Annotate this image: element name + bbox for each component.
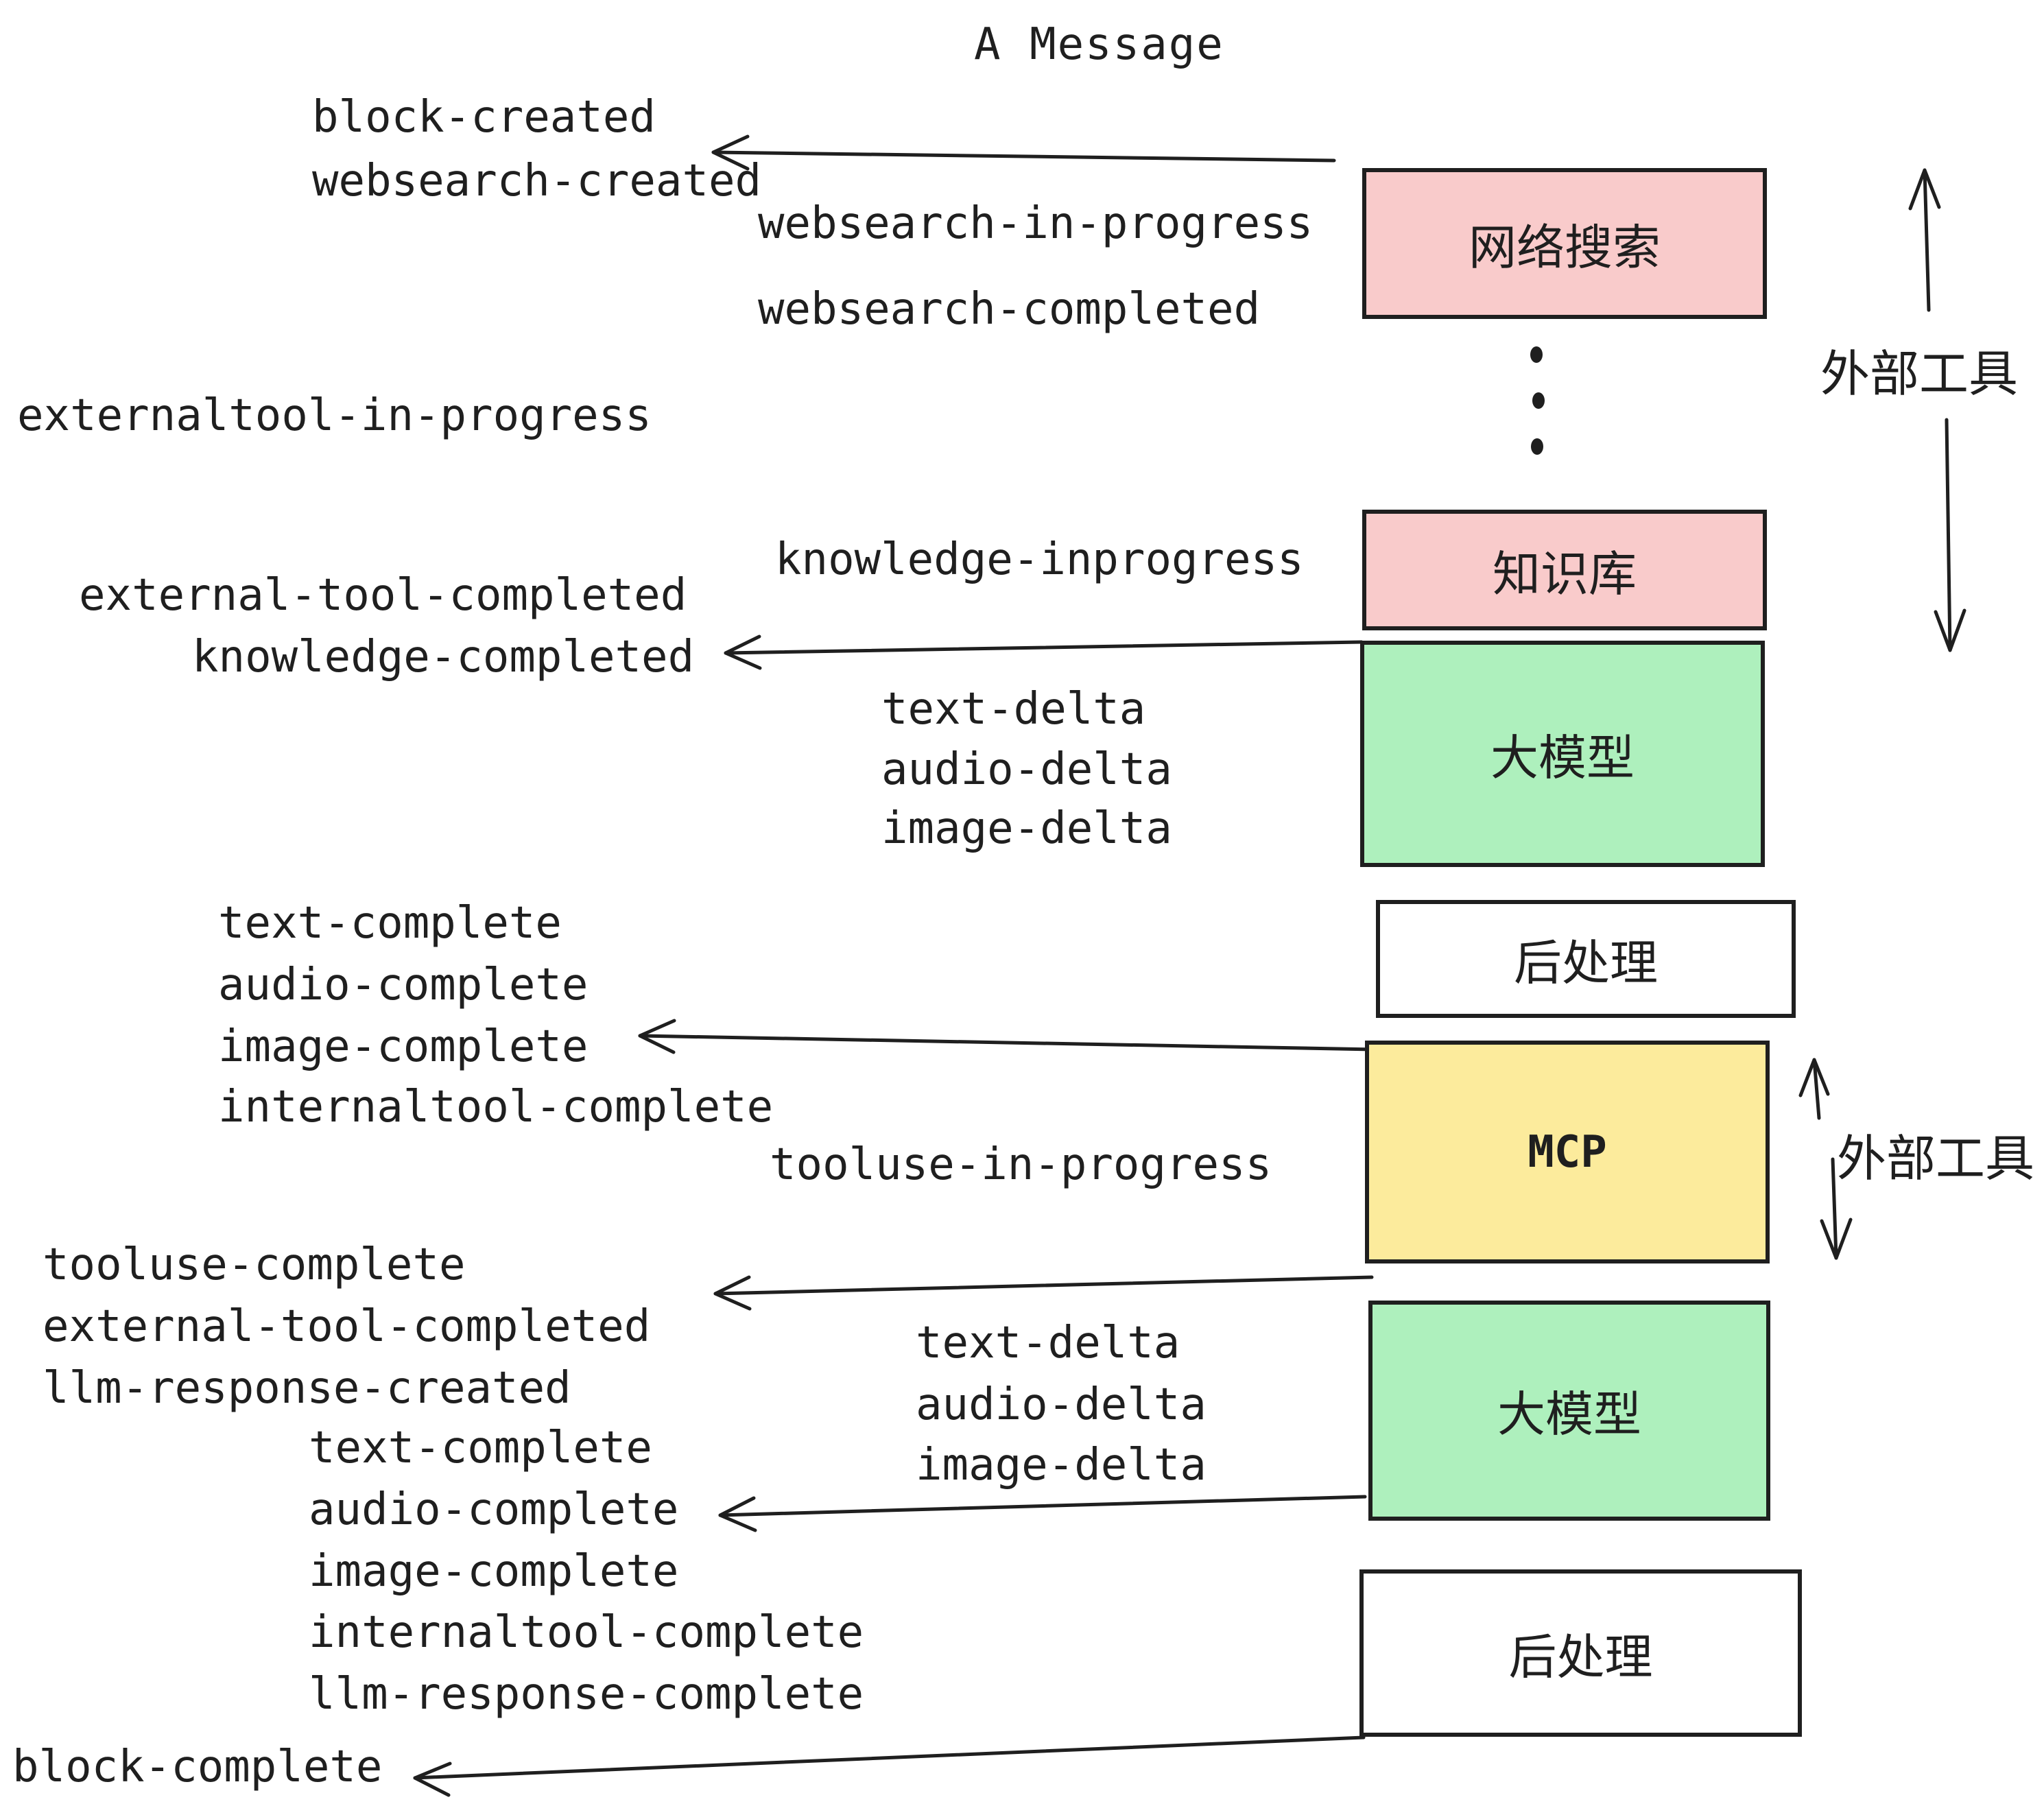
event-text-delta-2: text-delta: [916, 1318, 1180, 1368]
box-knowledge-base: 知识库: [1362, 510, 1767, 630]
event-websearch-in-progress: websearch-in-progress: [758, 198, 1314, 249]
box-post-process-2-label: 后处理: [1508, 1628, 1653, 1685]
event-text-complete-2: text-complete: [309, 1423, 652, 1473]
event-block-complete: block-complete: [12, 1742, 383, 1792]
box-llm-1: 大模型: [1360, 641, 1765, 867]
event-knowledge-inprogress: knowledge-inprogress: [775, 534, 1304, 585]
box-mcp: MCP: [1365, 1041, 1770, 1263]
arrow-mcp-to-tooluse-complete: [713, 1275, 1374, 1311]
event-external-tool-completed-2: external-tool-completed: [43, 1301, 651, 1352]
event-image-delta: image-delta: [881, 803, 1172, 854]
event-internaltool-complete: internaltool-complete: [218, 1082, 774, 1132]
arrow-websearch-to-block-created: [711, 134, 1336, 171]
event-audio-delta: audio-delta: [881, 744, 1172, 795]
event-text-complete: text-complete: [218, 898, 562, 949]
box-web-search: 网络搜索: [1362, 168, 1767, 319]
box-post-process-2: 后处理: [1359, 1569, 1802, 1737]
event-internaltool-complete-2: internaltool-complete: [309, 1607, 864, 1658]
box-llm-2-label: 大模型: [1497, 1386, 1641, 1443]
box-llm-1-label: 大模型: [1490, 729, 1635, 786]
diagram-title: A Message: [974, 19, 1224, 70]
event-knowledge-completed: knowledge-completed: [192, 632, 695, 683]
event-external-tool-completed: external-tool-completed: [79, 570, 687, 621]
event-audio-delta-2: audio-delta: [916, 1379, 1207, 1430]
event-tooluse-complete: tooluse-complete: [43, 1239, 466, 1290]
event-text-delta: text-delta: [881, 684, 1146, 735]
box-web-search-label: 网络搜索: [1469, 219, 1661, 276]
arrow-postprocess2-to-block-complete: [413, 1735, 1366, 1797]
arrow-postprocess-to-image-complete: [638, 1019, 1376, 1054]
box-knowledge-base-label: 知识库: [1493, 545, 1637, 602]
event-websearch-created: websearch-created: [312, 156, 762, 206]
event-block-created: block-created: [312, 92, 656, 143]
external-tools-double-arrow-1: [1908, 168, 1966, 652]
event-image-complete: image-complete: [218, 1021, 589, 1072]
event-audio-complete-2: audio-complete: [309, 1484, 679, 1535]
arrow-knowledge-to-knowledge-completed: [724, 634, 1364, 670]
event-audio-complete: audio-complete: [218, 960, 589, 1010]
box-post-process-1: 后处理: [1376, 900, 1796, 1018]
event-externaltool-in-progress: externaltool-in-progress: [17, 390, 652, 441]
box-post-process-1-label: 后处理: [1514, 934, 1658, 991]
arrow-llm2-to-audio-complete: [718, 1495, 1367, 1532]
external-tools-annotation-1: 外部工具: [1820, 345, 2019, 403]
event-llm-response-created: llm-response-created: [43, 1363, 571, 1414]
event-image-delta-2: image-delta: [916, 1440, 1207, 1491]
external-tools-annotation-2: 外部工具: [1837, 1130, 2035, 1187]
box-llm-2: 大模型: [1368, 1301, 1770, 1521]
event-tooluse-in-progress: tooluse-in-progress: [770, 1139, 1272, 1190]
vertical-ellipsis-dots: [1530, 346, 1545, 455]
box-mcp-label: MCP: [1528, 1126, 1607, 1178]
event-websearch-completed: websearch-completed: [758, 284, 1261, 335]
event-llm-response-complete: llm-response-complete: [309, 1669, 864, 1720]
event-image-complete-2: image-complete: [309, 1546, 679, 1597]
